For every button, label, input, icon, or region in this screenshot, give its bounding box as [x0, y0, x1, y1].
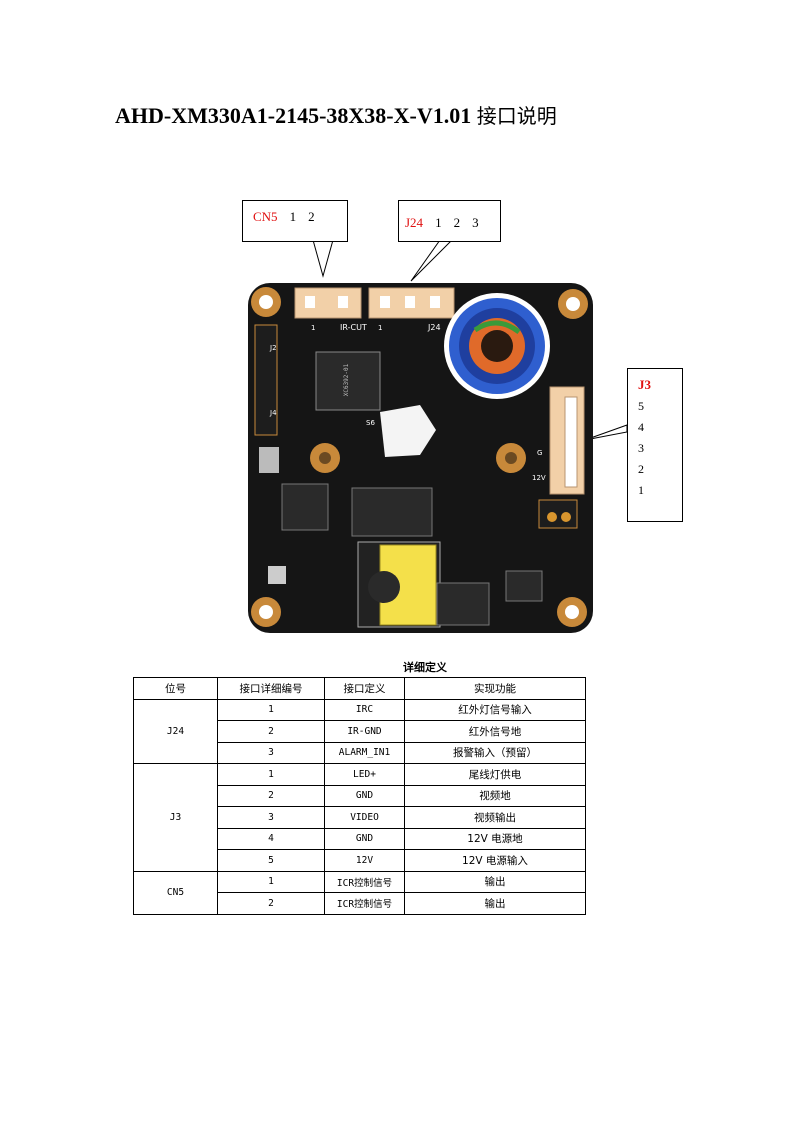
def-cell: ICR控制信号	[324, 892, 405, 915]
header-number: 接口详细编号	[217, 677, 325, 700]
left-header-pins	[254, 324, 278, 436]
def-cell: GND	[324, 827, 405, 850]
ref-cell: CN5	[133, 870, 218, 915]
pcb-board-image: XC6392-01 IR-CUT J24 1 1 J2 J4 G 12V S6	[248, 239, 628, 633]
table-row: 2 ICR控制信号 输出	[134, 892, 586, 915]
mosfet	[505, 570, 543, 602]
num-cell: 3	[217, 806, 325, 829]
silk-j2: J2	[269, 344, 277, 352]
num-cell: 2	[217, 892, 325, 915]
mounting-holes	[251, 287, 588, 627]
title-suffix: 接口说明	[476, 104, 557, 128]
j24-leader	[410, 239, 454, 282]
j24-pin: 1	[435, 215, 442, 230]
cn5-pin: 1	[289, 209, 297, 224]
inductor-coil	[444, 293, 550, 399]
silk-pin1: 1	[311, 324, 315, 332]
bottom-right-pads	[538, 499, 578, 529]
j24-pin: 2	[453, 215, 461, 230]
silk-j4: J4	[269, 409, 277, 417]
num-cell: 3	[217, 741, 325, 764]
table-title: 详细定义	[403, 661, 447, 674]
j3-pin: 4	[638, 420, 644, 434]
transformer-core	[368, 571, 400, 603]
j24-connector	[368, 287, 455, 319]
ref-cell: J3	[133, 763, 218, 872]
j3-connector	[549, 386, 585, 495]
j3-callout-label: J3	[638, 377, 651, 392]
num-cell: 2	[217, 784, 325, 807]
j3-pin: 2	[638, 462, 644, 476]
header-definition: 接口定义	[324, 677, 405, 700]
func-cell: 输出	[404, 870, 586, 893]
num-cell: 2	[217, 720, 325, 743]
table-row: J3 1 LED+ 尾线灯供电	[133, 763, 586, 872]
func-cell: 输出	[404, 892, 586, 915]
page-title: AHD-XM330A1-2145-38X38-X-V1.01 接口说明	[115, 100, 557, 129]
num-cell: 1	[217, 870, 325, 893]
func-cell: 红外灯信号输入	[404, 698, 586, 721]
j3-pin: 3	[638, 441, 644, 455]
def-cell: IRC	[324, 698, 405, 721]
silk-gnd: G	[537, 449, 542, 457]
cn5-pin: 2	[308, 209, 315, 224]
func-cell: 12V 电源地	[404, 827, 586, 850]
func-cell: 视频输出	[404, 806, 586, 829]
cn5-leader	[312, 239, 334, 278]
ref-cell: J24	[133, 698, 218, 764]
num-cell: 1	[217, 763, 325, 786]
silk-12v: 12V	[532, 474, 546, 482]
num-cell: 4	[217, 827, 325, 850]
j3-pin: 1	[638, 483, 644, 497]
chip-label: XC6392-01	[343, 363, 350, 396]
j3-pin: 5	[638, 399, 644, 413]
def-cell: 12V	[324, 849, 405, 872]
table-row: 2 IR-GND 红外信号地	[134, 720, 586, 743]
power-chip	[436, 582, 490, 626]
def-cell: VIDEO	[324, 806, 405, 829]
func-cell: 报警输入（预留）	[404, 741, 586, 764]
main-chip	[315, 351, 381, 411]
num-cell: 1	[217, 698, 325, 721]
header-ref: 位号	[133, 677, 218, 700]
cn5-callout-label: CN5	[253, 209, 278, 224]
func-cell: 视频地	[404, 784, 586, 807]
table-header-row: 位号 接口详细编号 接口定义 实现功能	[133, 677, 586, 700]
white-shield-area	[380, 405, 436, 457]
num-cell: 5	[217, 849, 325, 872]
j3-callout: J3 5 4 3 2 1	[627, 368, 683, 522]
cn5-connector	[294, 287, 362, 319]
def-cell: GND	[324, 784, 405, 807]
func-cell: 尾线灯供电	[404, 763, 586, 786]
func-cell: 12V 电源输入	[404, 849, 586, 872]
func-cell: 红外信号地	[404, 720, 586, 743]
crystal	[259, 447, 279, 473]
header-function: 实现功能	[404, 677, 586, 700]
def-cell: LED+	[324, 763, 405, 786]
silk-ircut: IR-CUT	[340, 323, 367, 332]
flash-chip	[281, 483, 329, 531]
title-model: AHD-XM330A1-2145-38X38-X-V1.01	[115, 103, 472, 128]
def-cell: IR-GND	[324, 720, 405, 743]
def-cell: ICR控制信号	[324, 870, 405, 893]
interface-definition-table: 位号 接口详细编号 接口定义 实现功能 J24 1 IRC 红外灯信号输入 2 …	[133, 677, 586, 915]
silk-j24: J24	[427, 323, 441, 332]
silk-pin1b: 1	[378, 324, 382, 332]
small-crystal	[268, 566, 286, 584]
table-row: 3 VIDEO 视频输出	[134, 806, 586, 829]
table-row: 3 ALARM_IN1 报警输入（预留）	[134, 741, 586, 764]
j24-callout-label: J24	[405, 215, 424, 230]
def-cell: ALARM_IN1	[324, 741, 405, 764]
table-row: J24 1 IRC 红外灯信号输入	[133, 698, 586, 764]
table-row: CN5 1 ICR控制信号 输出	[133, 870, 586, 915]
table-row: 2 GND 视频地	[134, 784, 586, 807]
silk-s6: S6	[366, 419, 375, 427]
table-row: 5 12V 12V 电源输入	[134, 849, 586, 872]
j24-pin: 3	[472, 215, 479, 230]
relay-chip	[351, 487, 433, 537]
